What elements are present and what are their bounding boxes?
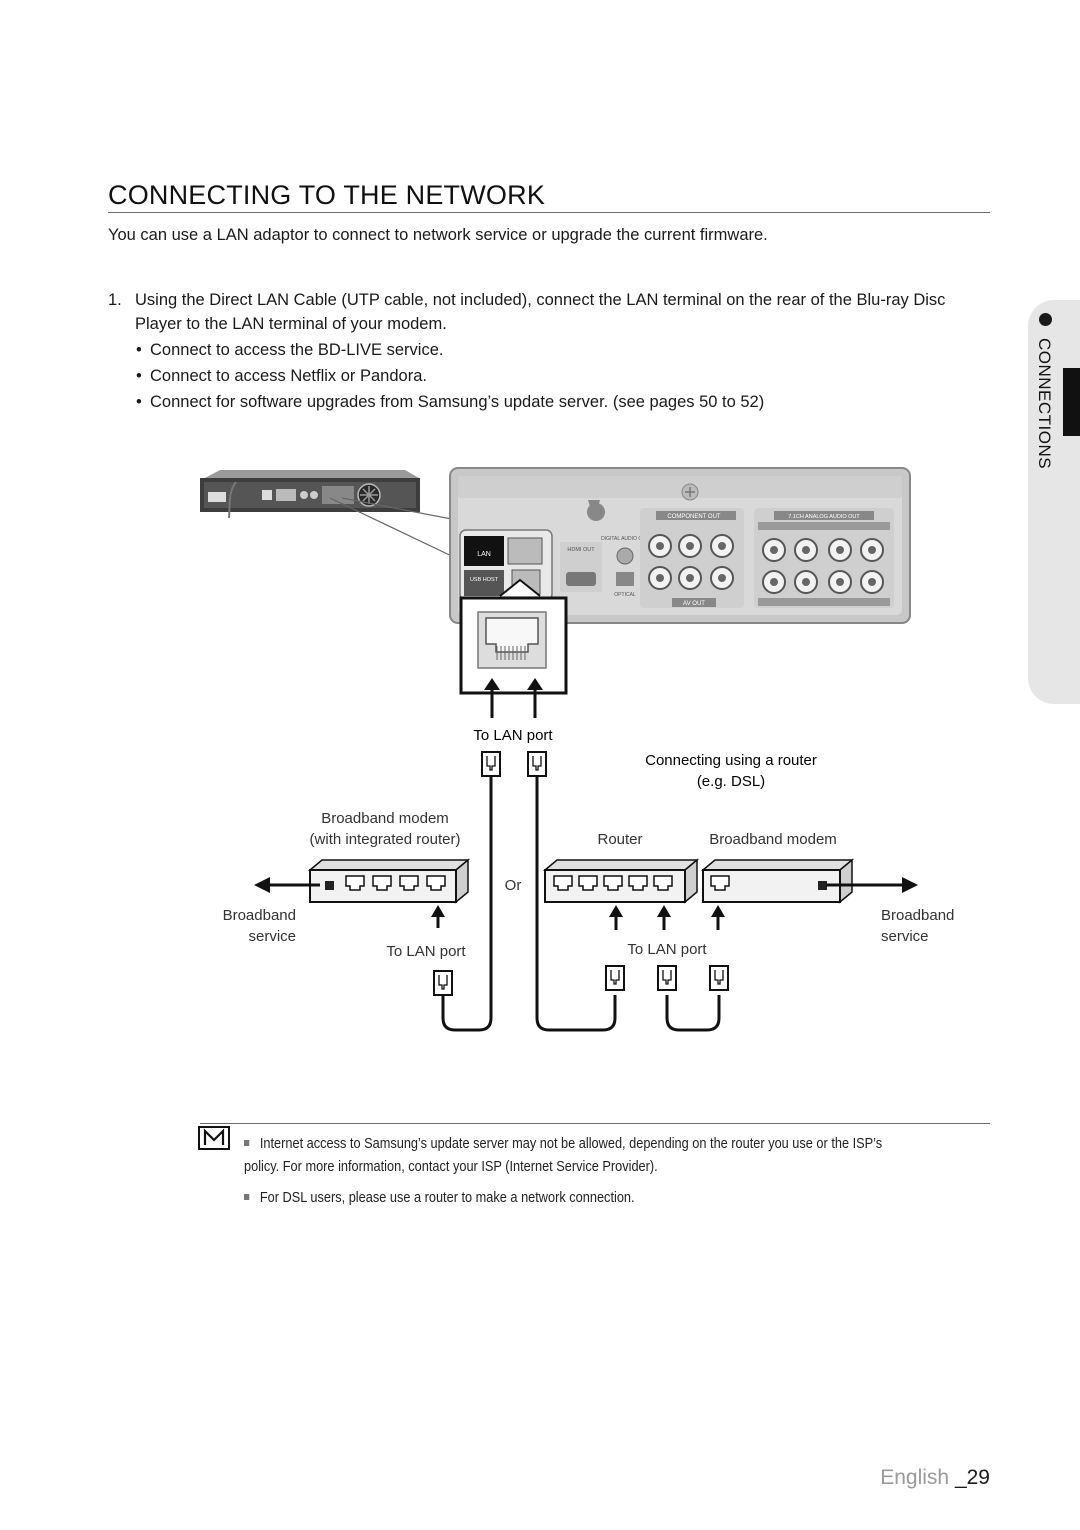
panel-lan-label: LAN [477,551,491,558]
note-bullet-icon [244,1140,250,1146]
network-connection-diagram: LAN USB HOST HDMI OUT DIGITAL AUDIO OUT … [200,467,954,1032]
router-device [542,858,700,904]
to-lan-port-label-top: To LAN port [473,727,553,744]
note-icon [198,1126,230,1150]
title-divider [108,212,990,213]
bullet-item: Connect for software upgrades from Samsu… [135,389,988,415]
cable-plug-icon [527,751,547,777]
page-footer: English _29 [880,1466,990,1490]
step-1: 1. Using the Direct LAN Cable (UTP cable… [108,288,988,415]
intro-text: You can use a LAN adaptor to connect to … [108,226,768,244]
to-lan-port-label-right: To LAN port [627,941,707,958]
broadband-modem-label: Broadband modem [709,831,837,848]
broadband-service-right-line1: Broadband [881,907,954,924]
router-label: Router [597,831,642,848]
panel-usb-label: USB HOST [470,577,499,583]
bluray-player-rear [200,470,420,519]
panel-digital-audio-label: DIGITAL AUDIO OUT [601,536,649,542]
cable-plug-icon [605,965,625,991]
bullet-item: Connect to access the BD-LIVE service. [135,337,988,363]
router-connection-subtitle: (e.g. DSL) [697,773,765,790]
panel-analog-audio-label: 7.1CH ANALOG AUDIO OUT [788,514,860,520]
side-tab-dot-icon [1039,313,1052,326]
note-item: Internet access to Samsung’s update serv… [244,1136,883,1175]
section-side-tab [1028,300,1080,704]
lan-cables [441,776,721,1032]
cable-plug-icon [433,970,453,996]
modem-router-label: Broadband modem [321,810,449,827]
broadband-service-right-line2: service [881,928,929,945]
bullet-item: Connect to access Netflix or Pandora. [135,363,988,389]
broadband-service-left-line2: service [248,928,296,945]
cable-plug-icon [657,965,677,991]
to-lan-port-label-left: To LAN port [386,943,466,960]
panel-optical-label: OPTICAL [614,592,636,598]
broadband-modem-device [700,858,855,904]
modem-with-router-device [307,858,471,904]
side-tab-label: CONNECTIONS [1035,338,1054,470]
modem-router-sublabel: (with integrated router) [310,831,461,848]
arrow-up-icon [431,905,445,917]
step-bullet-list: Connect to access the BD-LIVE service. C… [135,337,988,415]
rear-panel-closeup: LAN USB HOST HDMI OUT DIGITAL AUDIO OUT … [449,467,911,624]
footer-language: English [880,1466,950,1489]
cable-plug-icon [709,965,729,991]
arrow-up-icon [609,905,623,917]
or-label: Or [505,877,522,894]
note-item: For DSL users, please use a router to ma… [244,1187,904,1210]
step-text: Using the Direct LAN Cable (UTP cable, n… [135,291,946,333]
panel-av-out-label: AV OUT [683,601,705,607]
panel-hdmi-label: HDMI OUT [567,547,595,553]
cable-plug-icon [481,751,501,777]
page-title: CONNECTING TO THE NETWORK [108,180,546,210]
arrow-left-icon [254,877,270,893]
router-connection-title: Connecting using a router [645,752,817,769]
lan-port-callout [459,578,568,718]
arrow-right-icon [902,877,918,893]
panel-component-out-label: COMPONENT OUT [667,514,721,520]
step-number: 1. [108,291,122,309]
side-tab-marker [1063,368,1080,436]
note-divider [200,1123,990,1124]
note-bullet-icon [244,1194,250,1200]
broadband-service-left-line1: Broadband [223,907,296,924]
page-number: _29 [954,1466,990,1489]
arrow-up-icon [711,905,725,917]
arrow-up-icon [657,905,671,917]
